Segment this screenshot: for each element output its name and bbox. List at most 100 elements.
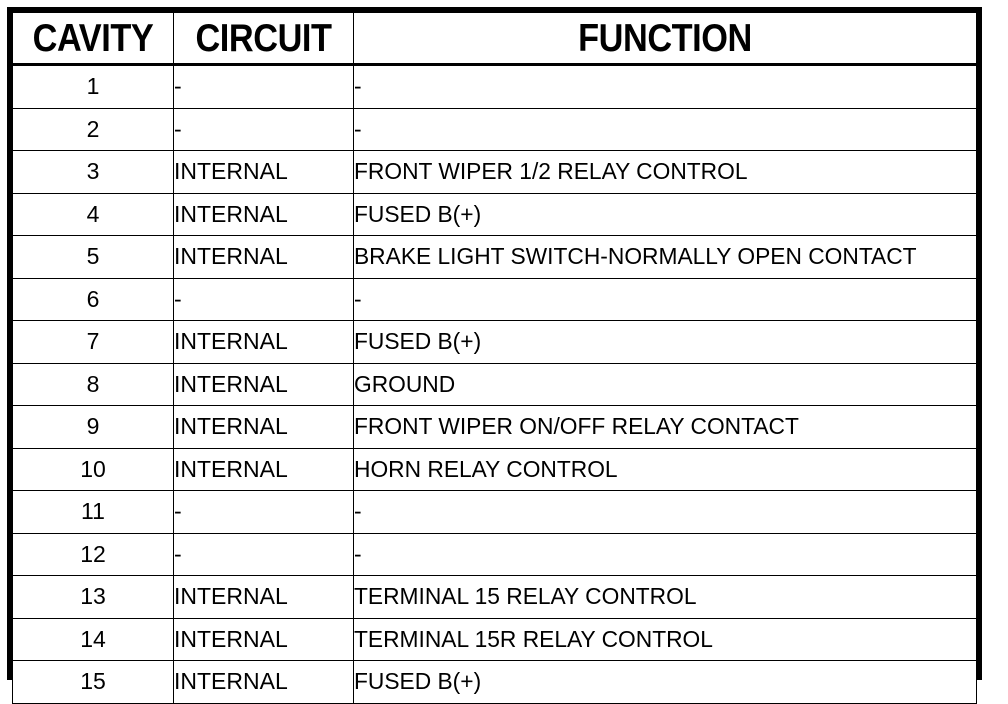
cell-function: - xyxy=(353,107,977,151)
table-row: 11-- xyxy=(12,490,977,534)
column-header-cavity: CAVITY xyxy=(12,12,174,66)
cell-cavity: 15 xyxy=(12,660,174,704)
cell-function: BRAKE LIGHT SWITCH-NORMALLY OPEN CONTACT xyxy=(353,235,977,279)
cell-function: FUSED B(+) xyxy=(353,320,977,364)
cell-cavity: 13 xyxy=(12,575,174,619)
cell-circuit: INTERNAL xyxy=(173,660,354,704)
cell-circuit-text: INTERNAL xyxy=(174,158,288,185)
cell-cavity: 4 xyxy=(12,192,174,236)
cell-circuit: INTERNAL xyxy=(173,362,354,406)
cell-circuit: INTERNAL xyxy=(173,320,354,364)
cell-function: FRONT WIPER 1/2 RELAY CONTROL xyxy=(353,150,977,194)
cell-circuit-text: INTERNAL xyxy=(174,370,288,397)
cell-circuit-text: - xyxy=(174,498,182,525)
cell-cavity: 12 xyxy=(12,532,174,576)
column-header-function-label: FUNCTION xyxy=(578,16,752,60)
cell-function: - xyxy=(353,490,977,534)
cell-circuit: INTERNAL xyxy=(173,192,354,236)
cell-function-text: BRAKE LIGHT SWITCH-NORMALLY OPEN CONTACT xyxy=(354,243,917,270)
cell-function: FUSED B(+) xyxy=(353,660,977,704)
cell-function-text: FRONT WIPER ON/OFF RELAY CONTACT xyxy=(354,413,799,440)
cell-function-text: FUSED B(+) xyxy=(354,668,482,695)
table-header: CAVITY CIRCUIT FUNCTION xyxy=(12,12,977,66)
cell-function-text: - xyxy=(354,73,362,100)
cell-circuit-text: INTERNAL xyxy=(174,200,288,227)
cell-cavity: 14 xyxy=(12,617,174,661)
cell-cavity: 11 xyxy=(12,490,174,534)
cell-function-text: - xyxy=(354,498,362,525)
cell-function-text: FUSED B(+) xyxy=(354,200,482,227)
cell-circuit-text: - xyxy=(174,285,182,312)
cell-cavity: 1 xyxy=(12,64,174,109)
cell-function-text: - xyxy=(354,115,362,142)
cell-function: FUSED B(+) xyxy=(353,192,977,236)
cell-circuit: INTERNAL xyxy=(173,150,354,194)
cell-function-text: HORN RELAY CONTROL xyxy=(354,455,618,482)
cell-circuit-text: - xyxy=(174,540,182,567)
cell-circuit-text: INTERNAL xyxy=(174,668,288,695)
cell-circuit: INTERNAL xyxy=(173,235,354,279)
cell-circuit: - xyxy=(173,277,354,321)
cell-function-text: TERMINAL 15R RELAY CONTROL xyxy=(354,625,713,652)
table-row: 6-- xyxy=(12,277,977,321)
cell-function: - xyxy=(353,532,977,576)
table-row: 1-- xyxy=(12,64,977,109)
cell-circuit: INTERNAL xyxy=(173,617,354,661)
cell-function-text: FRONT WIPER 1/2 RELAY CONTROL xyxy=(354,158,748,185)
cell-function: - xyxy=(353,277,977,321)
cell-cavity: 9 xyxy=(12,405,174,449)
cell-circuit: - xyxy=(173,107,354,151)
cell-cavity: 7 xyxy=(12,320,174,364)
table-row: 12-- xyxy=(12,532,977,576)
cell-circuit-text: INTERNAL xyxy=(174,625,288,652)
cell-function-text: GROUND xyxy=(354,370,456,397)
cell-function: FRONT WIPER ON/OFF RELAY CONTACT xyxy=(353,405,977,449)
cell-cavity: 6 xyxy=(12,277,174,321)
cell-cavity: 2 xyxy=(12,107,174,151)
cell-function: - xyxy=(353,64,977,109)
cell-circuit-text: INTERNAL xyxy=(174,413,288,440)
cell-cavity: 10 xyxy=(12,447,174,491)
cell-circuit: - xyxy=(173,532,354,576)
cell-function-text: - xyxy=(354,285,362,312)
cell-circuit-text: - xyxy=(174,115,182,142)
cell-function-text: - xyxy=(354,540,362,567)
cell-circuit: - xyxy=(173,490,354,534)
column-header-circuit-label: CIRCUIT xyxy=(195,16,332,60)
cell-cavity: 8 xyxy=(12,362,174,406)
column-header-cavity-label: CAVITY xyxy=(32,16,154,60)
cell-circuit: INTERNAL xyxy=(173,575,354,619)
cell-function: HORN RELAY CONTROL xyxy=(353,447,977,491)
cell-function: GROUND xyxy=(353,362,977,406)
cell-function: TERMINAL 15R RELAY CONTROL xyxy=(353,617,977,661)
column-header-function: FUNCTION xyxy=(353,12,977,66)
cell-function-text: TERMINAL 15 RELAY CONTROL xyxy=(354,583,697,610)
cell-function-text: FUSED B(+) xyxy=(354,328,482,355)
cell-function: TERMINAL 15 RELAY CONTROL xyxy=(353,575,977,619)
table-row: 2-- xyxy=(12,107,977,151)
cell-cavity: 3 xyxy=(12,150,174,194)
cell-circuit: INTERNAL xyxy=(173,447,354,491)
cell-circuit-text: INTERNAL xyxy=(174,328,288,355)
header-row: CAVITY CIRCUIT FUNCTION xyxy=(12,12,977,66)
cell-cavity: 5 xyxy=(12,235,174,279)
cell-circuit: - xyxy=(173,64,354,109)
column-header-circuit: CIRCUIT xyxy=(173,12,354,66)
cell-circuit: INTERNAL xyxy=(173,405,354,449)
cell-circuit-text: INTERNAL xyxy=(174,455,288,482)
cell-circuit-text: - xyxy=(174,73,182,100)
cell-circuit-text: INTERNAL xyxy=(174,583,288,610)
